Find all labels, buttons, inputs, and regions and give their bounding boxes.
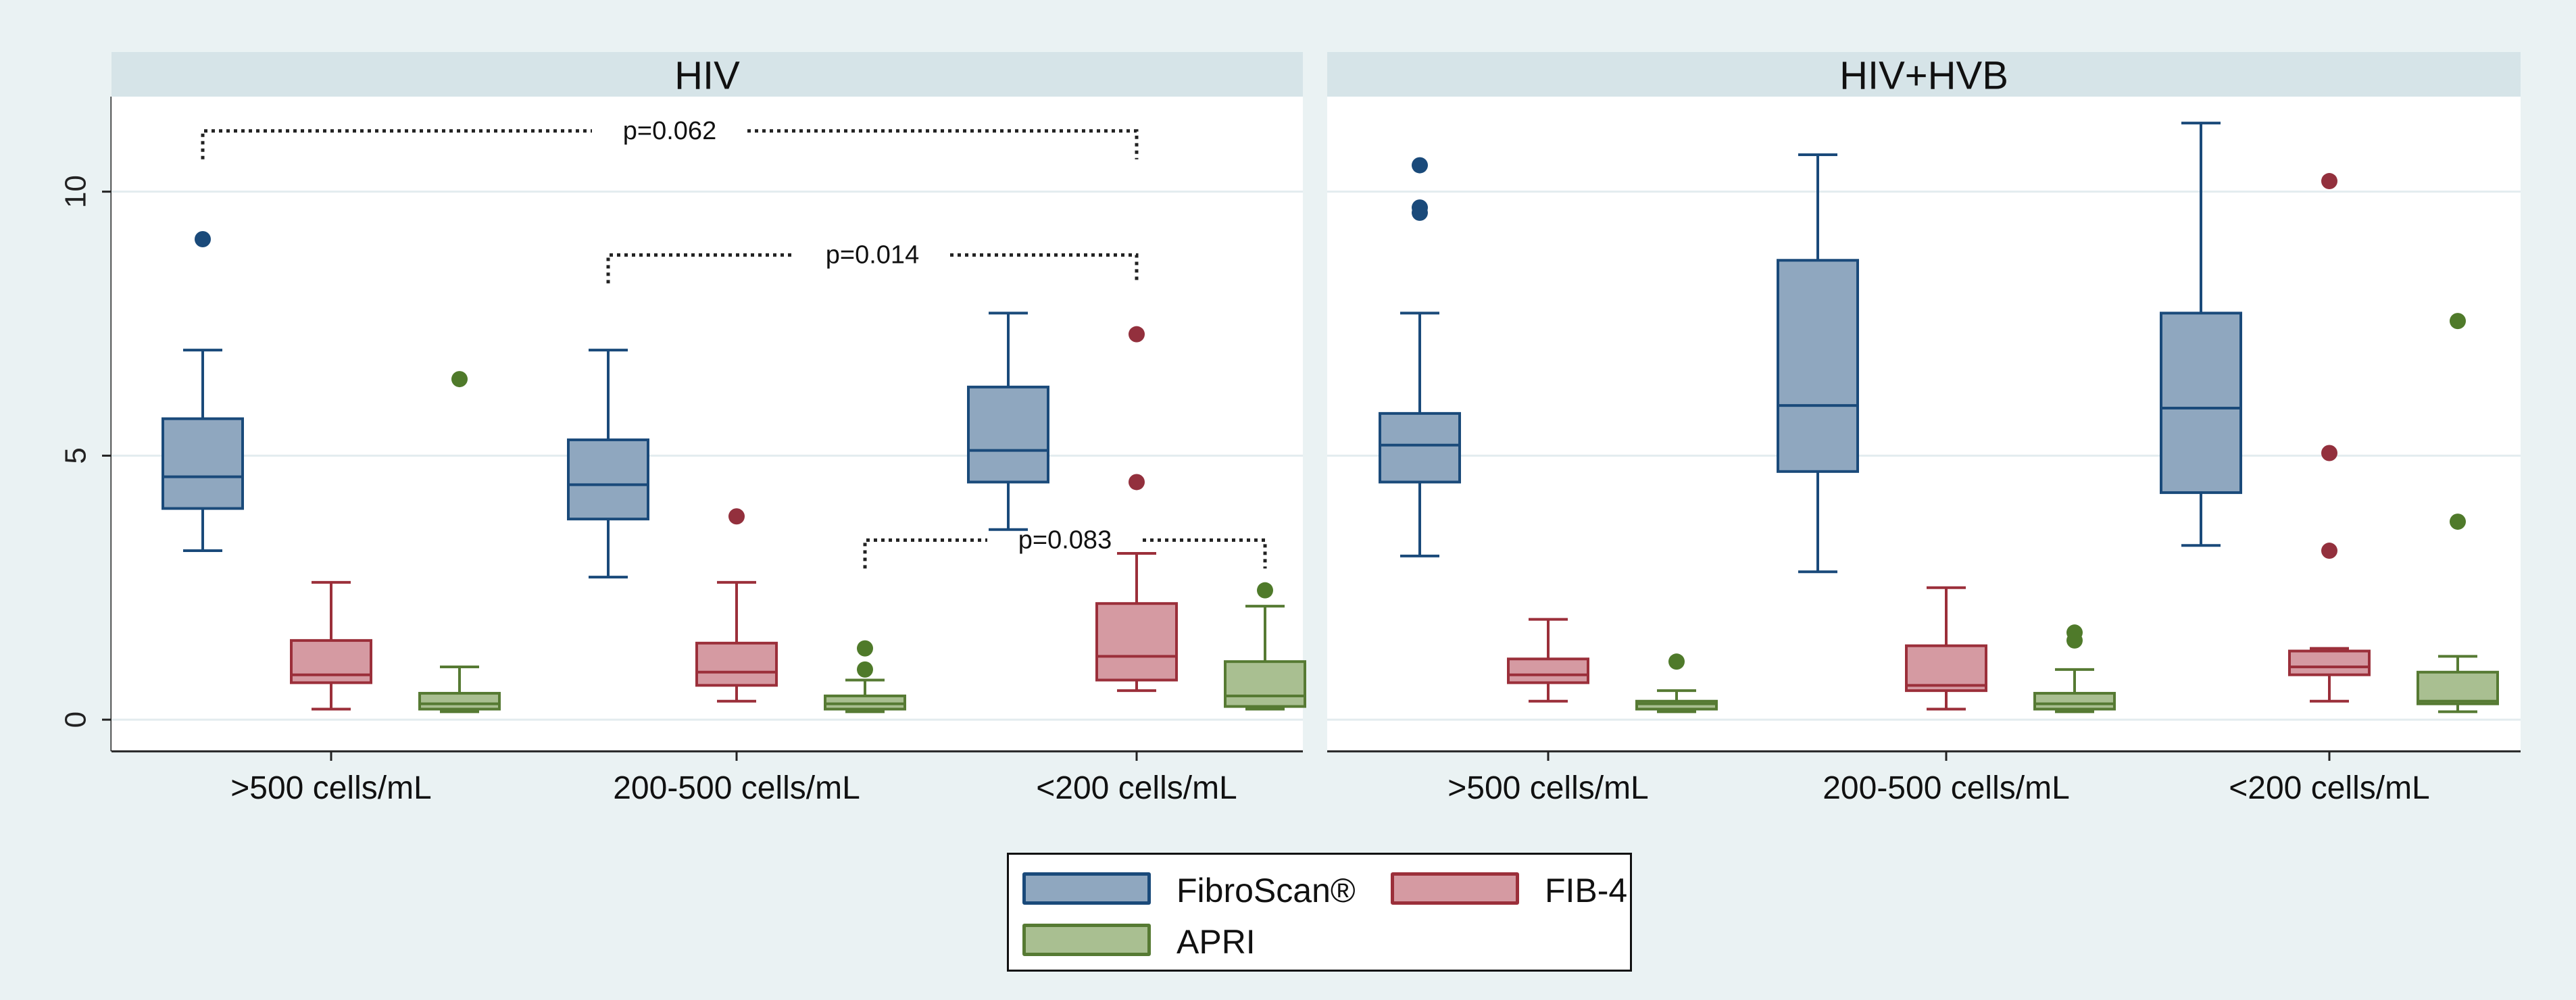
significance-bracket-left (201, 129, 592, 159)
significance-bracket-right (747, 129, 1139, 159)
box (1905, 644, 1987, 693)
outlier-point (2321, 445, 2337, 461)
outlier-point (451, 371, 468, 388)
significance-bracket-right (1143, 538, 1267, 569)
box (2288, 649, 2371, 676)
outlier-point (1412, 199, 1428, 216)
box (418, 692, 501, 711)
box (2417, 670, 2499, 705)
plot-area (1327, 97, 2521, 751)
outlier-point (2321, 543, 2337, 559)
significance-label: p=0.083 (1018, 526, 1112, 554)
legend: FibroScan® FIB-4 APRI (1007, 853, 1632, 972)
box (1507, 657, 1589, 684)
outlier-point (2321, 173, 2337, 190)
outlier-point (1257, 582, 1273, 599)
legend-swatch-fib4 (1391, 872, 1519, 905)
legend-swatch-fibroscan (1022, 872, 1151, 905)
significance-bracket-left (863, 538, 987, 569)
outlier-point (1412, 157, 1428, 174)
x-tick-label: <200 cells/mL (2229, 770, 2430, 806)
panel-header (112, 52, 1303, 97)
outlier-point (1668, 653, 1685, 670)
outlier-point (2450, 313, 2466, 330)
panel-title: HIV+HVB (1839, 54, 2008, 98)
box (1095, 602, 1178, 682)
y-tick-label: 10 (59, 175, 93, 208)
panel-title: HIV (674, 54, 740, 98)
panel-header (1327, 52, 2521, 97)
box (162, 417, 244, 510)
box (2160, 311, 2242, 495)
x-tick-label: >500 cells/mL (230, 770, 432, 806)
significance-label: p=0.062 (623, 117, 716, 145)
significance-label: p=0.014 (826, 241, 919, 269)
outlier-point (857, 661, 873, 678)
significance-bracket-right (950, 253, 1139, 284)
legend-swatch-apri (1022, 924, 1151, 956)
legend-label-apri: APRI (1176, 923, 1256, 961)
y-tick-label: 0 (59, 711, 93, 728)
significance-bracket-left (606, 253, 795, 284)
x-tick-label: <200 cells/mL (1036, 770, 1237, 806)
legend-label-fibroscan: FibroScan® (1176, 872, 1356, 909)
x-tick-label: >500 cells/mL (1447, 770, 1649, 806)
box (967, 385, 1049, 484)
outlier-point (1129, 326, 1145, 343)
box (2033, 692, 2116, 711)
legend-label-fib4: FIB-4 (1545, 872, 1628, 909)
y-tick-label: 5 (59, 447, 93, 464)
outlier-point (857, 640, 873, 657)
x-tick-label: 200-500 cells/mL (613, 770, 860, 806)
box (290, 639, 372, 684)
outlier-point (2450, 514, 2466, 530)
x-tick-label: 200-500 cells/mL (1823, 770, 2070, 806)
box (1379, 411, 1461, 484)
outlier-point (2066, 624, 2083, 641)
box (1777, 259, 1859, 473)
outlier-point (195, 230, 211, 247)
box (1224, 660, 1306, 708)
outlier-point (1129, 474, 1145, 491)
box (567, 438, 649, 521)
box (695, 641, 778, 687)
outlier-point (728, 508, 745, 525)
